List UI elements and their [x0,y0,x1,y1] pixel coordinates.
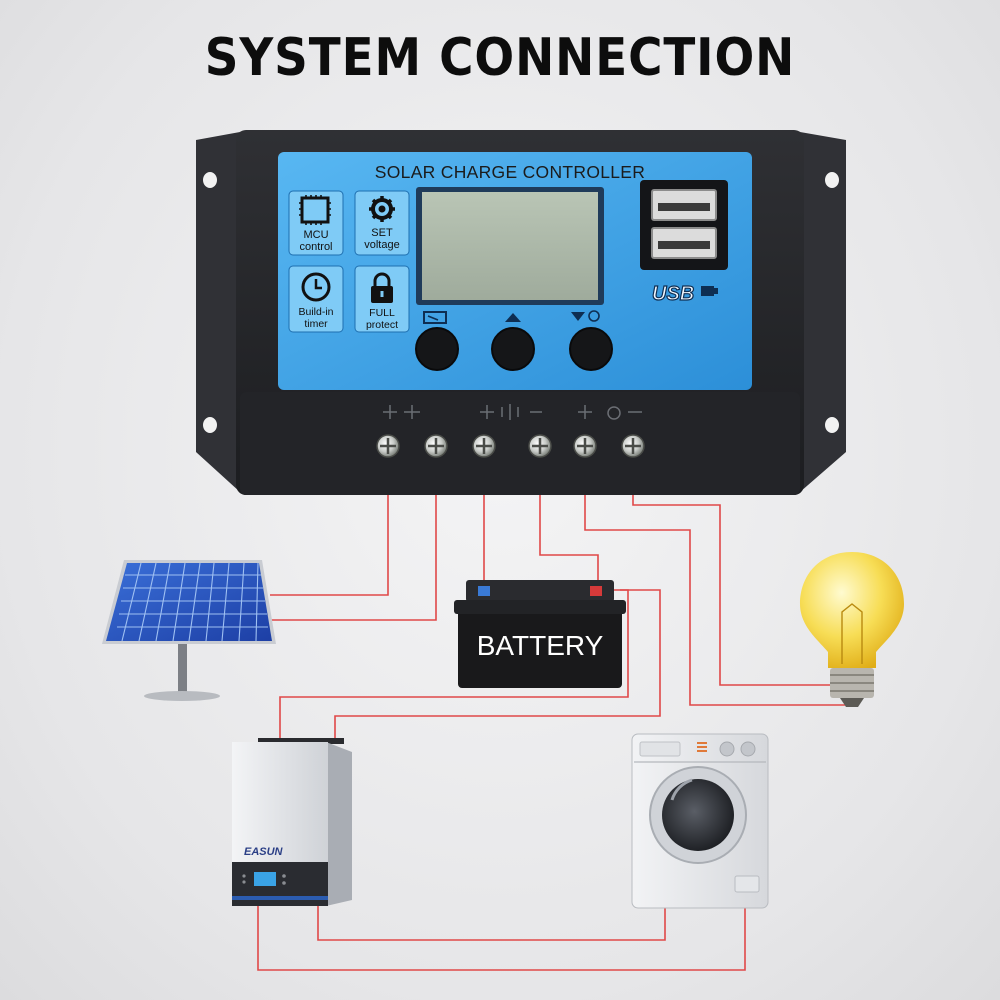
terminal-solar-positive[interactable] [376,434,400,458]
inverter-brand: EASUN [244,846,284,858]
down-arrow-bulb-icon [571,310,600,322]
solar-panel-grid [117,562,268,642]
battery-symbol-icon [480,404,542,420]
washer-filter-door [734,875,760,893]
terminal-symbols [383,404,642,420]
down-button[interactable] [569,327,613,371]
bulb-glass [800,552,904,668]
usb-plug-icon [701,286,718,296]
usb-port-block [640,180,728,270]
lcd-screen [422,192,598,300]
feature-line2: control [299,241,332,253]
inverter-side [326,742,352,906]
feature-line1: SET [371,227,393,239]
mount-flange-left [196,132,240,492]
washer-drawer [639,741,681,757]
wire-inverter-washer-b [257,900,746,971]
wire-load-positive [584,455,845,706]
inverter: EASUN [232,738,352,906]
washing-machine [631,733,769,909]
battery-body [458,600,622,688]
feature-tile-protect: FULL protect [354,265,410,333]
solar-panel-pole [178,640,187,692]
feature-line1: FULL [369,307,395,319]
menu-button[interactable] [415,327,459,371]
usb-label: USB [652,283,694,305]
feature-line2: voltage [364,239,399,251]
lock-icon [371,272,393,303]
wire-solar-negative [270,455,437,621]
solar-panel-cells [106,563,272,641]
terminal-load-positive[interactable] [573,434,597,458]
inverter-top-bar [258,738,344,744]
mount-hole [825,172,839,188]
battery-label: BATTERY [477,630,604,661]
terminal-housing [240,392,800,495]
controller-header: SOLAR CHARGE CONTROLLER [375,162,645,182]
battery-lip [454,600,626,614]
washer-indicators [697,742,707,752]
inverter-bottom-stripe [232,896,328,900]
inverter-button[interactable] [282,881,286,885]
feature-line2: protect [366,319,398,331]
clock-icon [301,272,331,302]
washer-knob[interactable] [719,741,735,757]
up-button[interactable] [491,327,535,371]
washer-door-highlight [670,778,693,801]
feature-line1: MCU [303,229,328,241]
inverter-display [254,872,276,886]
mount-hole [203,172,217,188]
load-symbol-icon [578,405,592,419]
feature-line2: timer [304,318,328,330]
inverter-led [242,874,246,878]
chip-icon [299,195,331,225]
light-bulb [800,552,904,707]
mount-flange-right [800,132,846,492]
bulb-base [830,668,874,707]
wire-inverter-washer-a [317,900,666,941]
wire-battery-negative [539,455,599,585]
feature-tile-mcu: MCU control [288,190,344,256]
terminal-load-negative[interactable] [621,434,645,458]
mount-hole [203,417,217,433]
bulb-filament [841,603,863,664]
page-title: SYSTEM CONNECTION [204,28,796,88]
feature-tile-set: SET voltage [354,190,410,256]
battery: BATTERY [454,580,626,688]
inverter-led [242,880,246,884]
terminal-battery-positive[interactable] [472,434,496,458]
solar-panel-base [144,691,220,701]
inverter-button[interactable] [282,874,286,878]
wire-battery-inverter-positive [334,589,661,740]
solar-panel [102,560,276,701]
solar-charge-controller: SOLAR CHARGE CONTROLLER MCU control SE [196,130,846,495]
feature-line1: Build-in [298,306,333,318]
menu-icon [423,311,447,324]
washer-door-glass [662,779,734,851]
mount-hole [825,417,839,433]
feature-tile-timer: Build-in timer [288,265,344,333]
battery-terminal-positive [590,586,602,596]
wire-solar-positive [270,455,389,596]
gear-icon [369,196,395,222]
terminal-battery-negative[interactable] [528,434,552,458]
battery-top [466,580,614,602]
solar-symbol-icon [383,405,420,419]
battery-terminal-negative [478,586,490,596]
terminal-solar-negative[interactable] [424,434,448,458]
washer-knob[interactable] [740,741,756,757]
up-arrow-icon [505,313,521,322]
terminal-screws [376,434,645,458]
